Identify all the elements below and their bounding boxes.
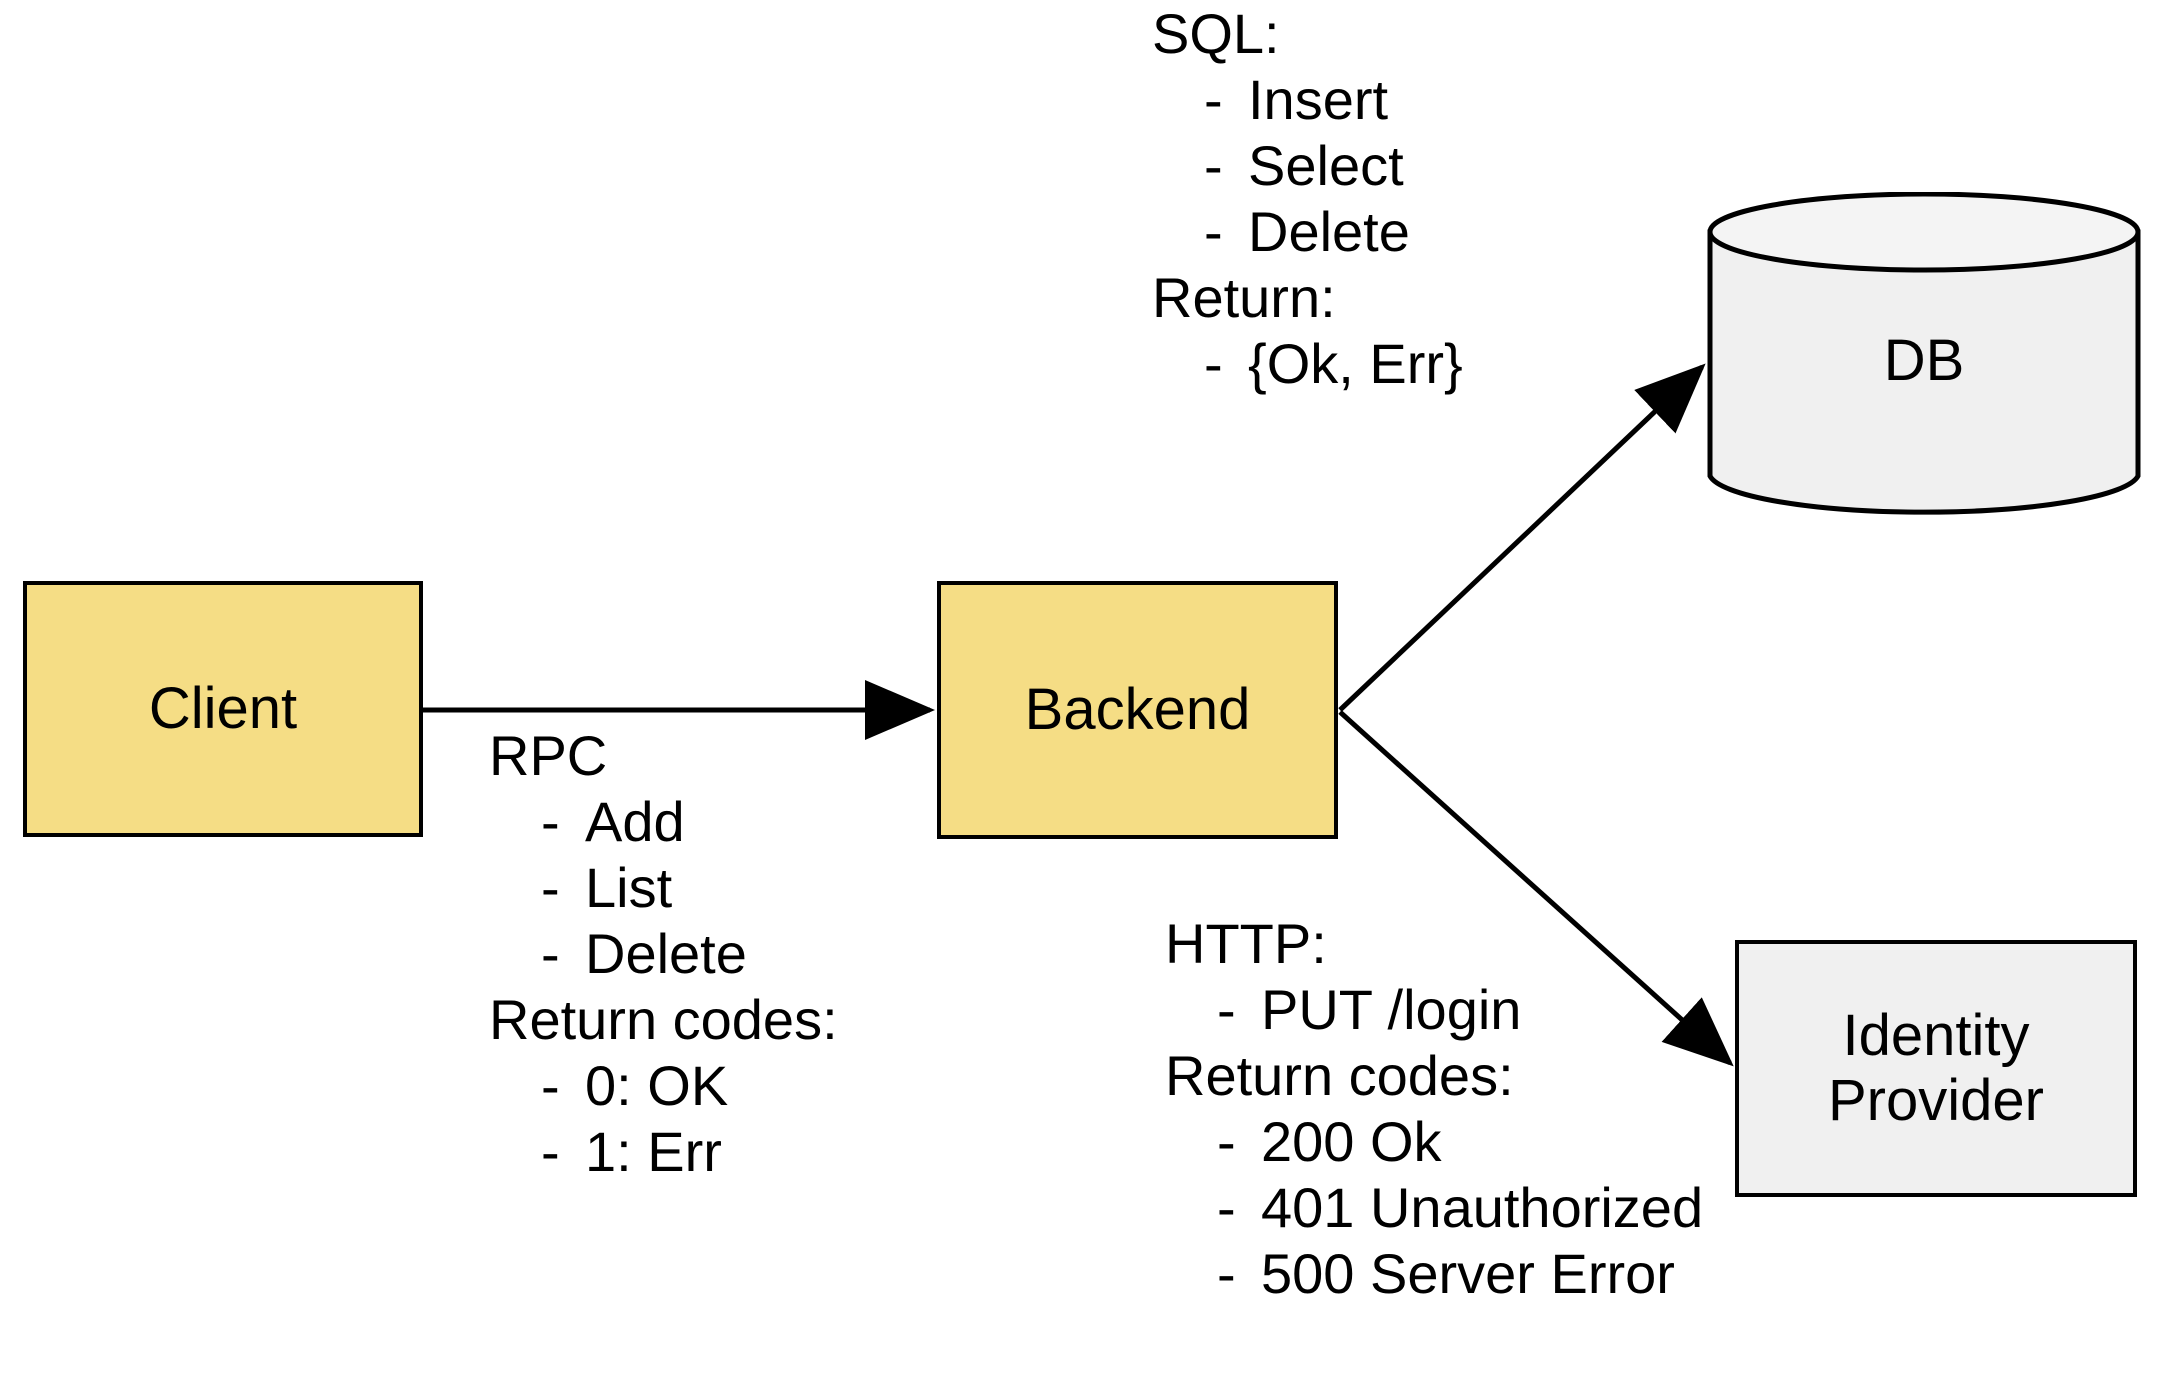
http-method-list: -PUT /login	[1165, 982, 1703, 1048]
list-item: -{Ok, Err}	[1152, 336, 1463, 402]
bullet-dash: -	[1204, 68, 1223, 131]
bullet-dash: -	[1217, 1242, 1236, 1305]
list-item: -Insert	[1152, 72, 1463, 138]
annotation-sql: SQL: -Insert -Select -Delete Return: -{O…	[1152, 6, 1463, 402]
list-item: -Add	[489, 794, 838, 860]
bullet-dash: -	[1217, 1176, 1236, 1239]
node-client[interactable]: Client	[23, 581, 423, 837]
bullet-dash: -	[541, 790, 560, 853]
node-identity-provider[interactable]: Identity Provider	[1735, 940, 2137, 1197]
sql-method: Insert	[1248, 68, 1389, 131]
sql-returns-heading: Return:	[1152, 266, 1336, 329]
node-client-label: Client	[148, 675, 298, 741]
node-backend-label: Backend	[1024, 676, 1251, 742]
node-database-label: DB	[1883, 328, 1965, 394]
database-cylinder-icon	[1707, 192, 2141, 515]
list-item: -List	[489, 860, 838, 926]
http-returns-heading: Return codes:	[1165, 1044, 1514, 1107]
rpc-heading: RPC	[489, 724, 608, 787]
rpc-method: List	[585, 856, 673, 919]
http-return-list: -200 Ok -401 Unauthorized -500 Server Er…	[1165, 1114, 1703, 1312]
bullet-dash: -	[541, 856, 560, 919]
bullet-dash: -	[1217, 1110, 1236, 1173]
annotation-http: HTTP: -PUT /login Return codes: -200 Ok …	[1165, 916, 1703, 1312]
bullet-dash: -	[541, 1054, 560, 1117]
sql-return-list: -{Ok, Err}	[1152, 336, 1463, 402]
list-item: -200 Ok	[1165, 1114, 1703, 1180]
http-method: PUT /login	[1261, 978, 1522, 1041]
sql-heading: SQL:	[1152, 2, 1280, 65]
bullet-dash: -	[1204, 200, 1223, 263]
list-item: -Delete	[1152, 204, 1463, 270]
sql-method: Select	[1248, 134, 1404, 197]
http-return: 401 Unauthorized	[1261, 1176, 1704, 1239]
bullet-dash: -	[541, 922, 560, 985]
list-item: -1: Err	[489, 1124, 838, 1190]
rpc-returns-heading: Return codes:	[489, 988, 838, 1051]
sql-return: {Ok, Err}	[1248, 332, 1463, 395]
rpc-method: Delete	[585, 922, 747, 985]
list-item: -401 Unauthorized	[1165, 1180, 1703, 1246]
rpc-return: 1: Err	[585, 1120, 722, 1183]
rpc-return: 0: OK	[585, 1054, 729, 1117]
http-return: 200 Ok	[1261, 1110, 1442, 1173]
node-database[interactable]: DB	[1707, 192, 2141, 516]
list-item: -0: OK	[489, 1058, 838, 1124]
node-identity-provider-label-line2: Provider	[1828, 1067, 2044, 1133]
http-return: 500 Server Error	[1261, 1242, 1675, 1305]
bullet-dash: -	[1217, 978, 1236, 1041]
rpc-method: Add	[585, 790, 685, 853]
annotation-rpc: RPC -Add -List -Delete Return codes: -0:…	[489, 728, 838, 1190]
rpc-method-list: -Add -List -Delete	[489, 794, 838, 992]
list-item: -Select	[1152, 138, 1463, 204]
list-item: -500 Server Error	[1165, 1246, 1703, 1312]
edge-backend-to-db	[1338, 363, 1706, 712]
bullet-dash: -	[1204, 332, 1223, 395]
node-identity-provider-label-line1: Identity	[1842, 1002, 2030, 1068]
http-heading: HTTP:	[1165, 912, 1327, 975]
list-item: -Delete	[489, 926, 838, 992]
sql-method: Delete	[1248, 200, 1410, 263]
node-backend[interactable]: Backend	[937, 581, 1338, 839]
sql-method-list: -Insert -Select -Delete	[1152, 72, 1463, 270]
bullet-dash: -	[1204, 134, 1223, 197]
rpc-return-list: -0: OK -1: Err	[489, 1058, 838, 1190]
list-item: -PUT /login	[1165, 982, 1703, 1048]
bullet-dash: -	[541, 1120, 560, 1183]
